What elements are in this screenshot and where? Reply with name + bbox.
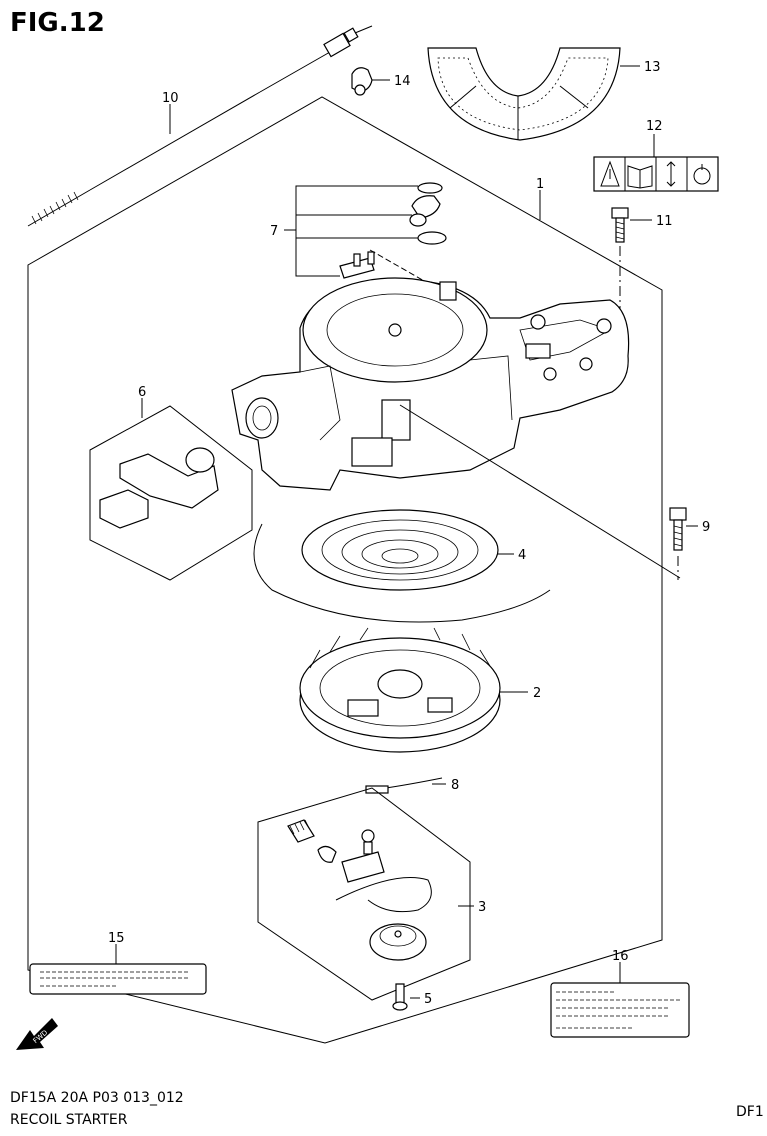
part-10-starter-cable[interactable] [27, 25, 373, 227]
warning-triangle-icon [600, 160, 620, 187]
footer-corner: DF1 [736, 1104, 764, 1120]
footer-name: RECOIL STARTER [10, 1112, 128, 1128]
part-11-bolt[interactable] [611, 207, 629, 243]
part-5-screw[interactable] [392, 983, 408, 1011]
callout-13: 13 [644, 60, 661, 75]
part-3-pawl-kit[interactable] [257, 787, 471, 1001]
part-6-handle-box[interactable] [89, 405, 253, 581]
part-9-bolt[interactable] [669, 507, 687, 551]
fwd-arrow-icon: FWD [16, 1018, 58, 1050]
part-14-clip[interactable] [351, 67, 373, 96]
part-12-warning-label[interactable] [593, 156, 719, 192]
part-15-label[interactable] [29, 963, 207, 995]
callout-3: 3 [478, 900, 486, 915]
part-4-recoil-spring[interactable] [253, 509, 551, 623]
open-book-icon [627, 165, 653, 189]
callout-numbers: 1 2 3 4 5 6 7 8 9 10 11 12 13 14 15 16 [108, 60, 710, 1007]
callout-9: 9 [702, 520, 710, 535]
figure-title: FIG.12 [10, 8, 105, 38]
callout-1: 1 [536, 177, 544, 192]
callout-16: 16 [612, 949, 629, 964]
callout-5: 5 [424, 992, 432, 1007]
callout-12: 12 [646, 119, 663, 134]
part-1-starter-housing[interactable] [231, 249, 630, 491]
callout-2: 2 [533, 686, 541, 701]
main-assembly-outline [27, 96, 663, 1044]
callout-4: 4 [518, 548, 526, 563]
callout-8: 8 [451, 778, 459, 793]
callout-14: 14 [394, 74, 411, 89]
callout-15: 15 [108, 931, 125, 946]
part-13-cover[interactable] [427, 47, 621, 141]
up-down-arrow-icon [666, 161, 676, 187]
callout-7: 7 [270, 224, 278, 239]
part-8-starter-rope[interactable] [365, 777, 443, 794]
callout-6: 6 [138, 385, 146, 400]
footer-code: DF15A 20A P03 013_012 [10, 1090, 184, 1106]
rotation-icon [693, 164, 711, 185]
part-16-label[interactable] [550, 982, 690, 1038]
part-7-ratchet-set[interactable] [295, 182, 447, 279]
callout-11: 11 [656, 214, 673, 229]
part-2-reel[interactable] [299, 627, 501, 753]
leader-lines [115, 65, 698, 999]
callout-10: 10 [162, 91, 179, 106]
